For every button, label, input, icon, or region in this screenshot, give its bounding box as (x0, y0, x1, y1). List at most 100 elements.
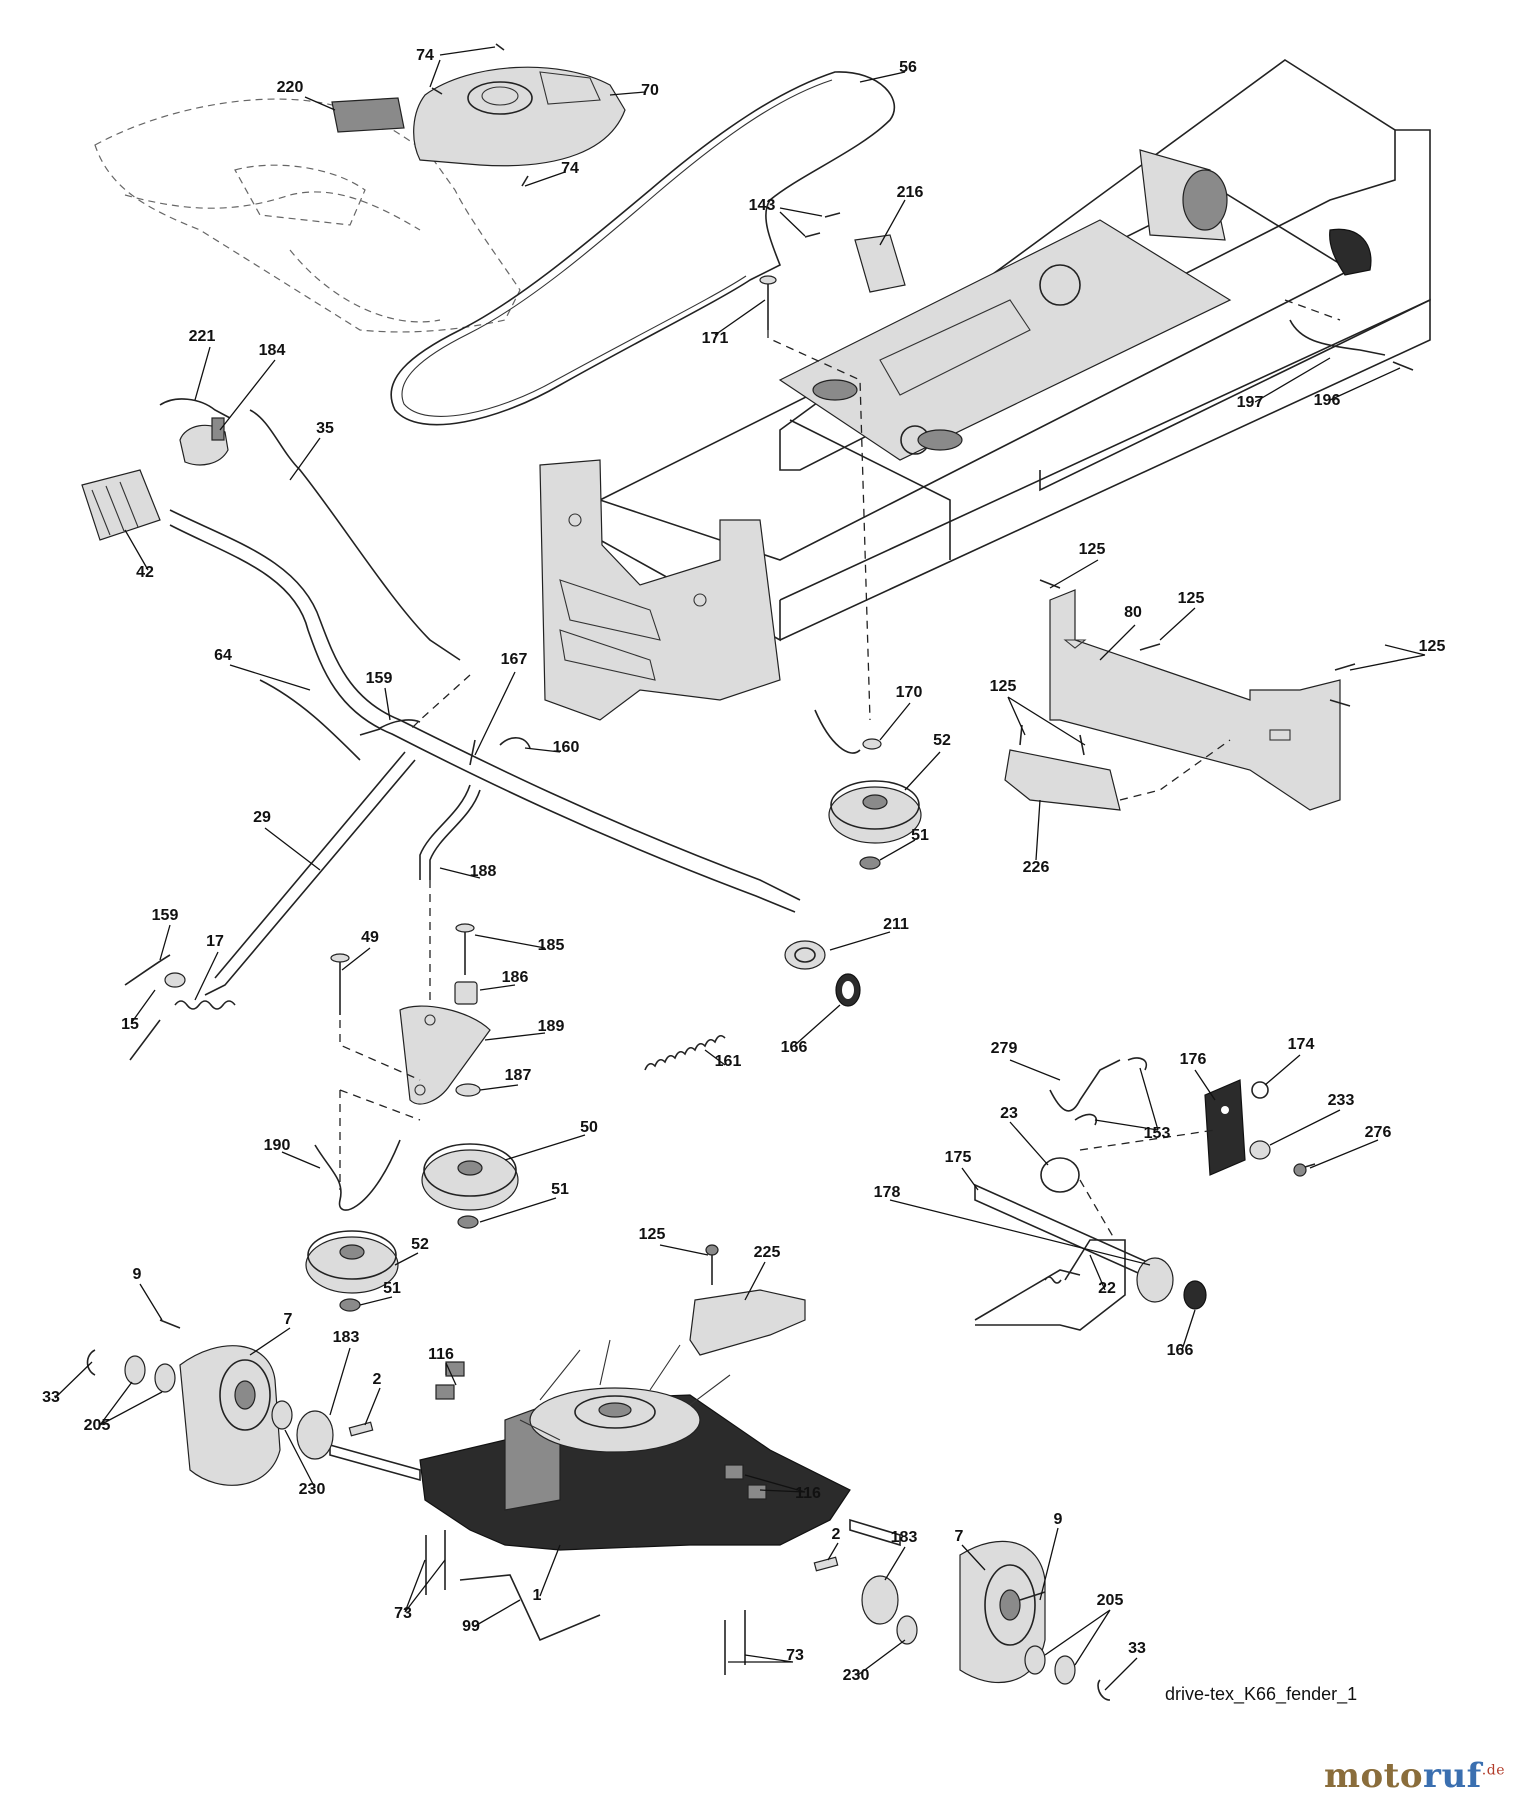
spring-17 (129, 1000, 236, 1061)
part-number-label: 186 (502, 969, 529, 986)
part-number-label: 70 (641, 82, 659, 99)
part-number-label: 197 (1237, 394, 1264, 411)
cable-35 (249, 409, 461, 661)
leader-lines (54, 46, 1426, 1691)
keys-2 (348, 1421, 839, 1572)
part-number-label: 276 (1365, 1124, 1392, 1141)
clips-153 (1074, 1057, 1147, 1126)
front-bracket (539, 459, 781, 721)
fender-outline (94, 98, 521, 333)
bolts-73 (425, 1530, 746, 1675)
bolt-185 (455, 923, 475, 975)
part-number-label: 2 (832, 1526, 841, 1543)
part-number-label: 64 (214, 647, 232, 664)
rod-197 (1284, 299, 1414, 371)
washer-166-right (1183, 1280, 1207, 1310)
spring-190-170 (314, 709, 861, 1211)
plate-226 (1004, 749, 1121, 811)
part-number-label: 170 (896, 684, 923, 701)
part-number-label: 74 (416, 47, 434, 64)
part-number-label: 74 (561, 160, 579, 177)
part-number-label: 7 (955, 1528, 964, 1545)
part-number-label: 9 (1054, 1511, 1063, 1528)
part-number-label: 7 (284, 1311, 293, 1328)
transaxle-1 (329, 1339, 901, 1551)
brand-logo: motoruf.de (1324, 1756, 1505, 1796)
screws-74 (431, 43, 529, 187)
washer-187 (455, 1083, 481, 1097)
guide-49 (339, 1020, 421, 1190)
part-number-label: 159 (366, 670, 393, 687)
part-number-label: 187 (505, 1067, 532, 1084)
bushing-211 (784, 940, 826, 970)
hub-7-left (179, 1345, 281, 1486)
bolts-125 (1019, 579, 1356, 756)
washer-166-left (835, 973, 861, 1007)
part-number-label: 205 (84, 1417, 111, 1434)
pins-159-160-167 (359, 719, 531, 766)
part-number-label: 216 (897, 184, 924, 201)
part-number-label: 9 (133, 1266, 142, 1283)
part-number-label: 51 (383, 1280, 401, 1297)
part-number-label: 99 (462, 1618, 480, 1635)
part-number-label: 51 (551, 1181, 569, 1198)
part-number-label: 279 (991, 1040, 1018, 1057)
washers-230 (271, 1400, 918, 1645)
guide-226 (1119, 739, 1231, 801)
bracket-176 (1204, 1079, 1246, 1176)
part-number-label: 161 (715, 1053, 742, 1070)
part-number-label: 184 (259, 342, 286, 359)
part-number-label: 33 (42, 1389, 60, 1406)
part-number-label: 15 (121, 1016, 139, 1033)
part-number-label: 189 (538, 1018, 565, 1035)
part-number-label: 125 (1178, 590, 1205, 607)
part-number-label: 178 (874, 1184, 901, 1201)
part-number-label: 166 (1167, 1342, 1194, 1359)
part-number-label: 160 (553, 739, 580, 756)
brand-logo-part1: moto (1323, 1756, 1424, 1796)
nuts-51 (339, 856, 881, 1312)
rod-188 (419, 784, 481, 880)
part-number-label: 196 (1314, 392, 1341, 409)
part-number-label: 50 (580, 1119, 598, 1136)
part-number-label: 17 (206, 933, 224, 950)
part-number-label: 174 (1288, 1036, 1315, 1053)
part-number-label: 1 (533, 1587, 542, 1604)
spacers-183 (296, 1410, 899, 1625)
seat-pad-220 (331, 97, 405, 133)
part-number-label: 153 (1144, 1125, 1171, 1142)
washer-15 (164, 972, 186, 988)
brand-logo-part2: ruf (1423, 1756, 1482, 1796)
part-number-label: 52 (933, 732, 951, 749)
part-number-label: 125 (990, 678, 1017, 695)
part-number-label: 183 (891, 1529, 918, 1546)
part-number-label: 166 (781, 1039, 808, 1056)
knob-184 (179, 417, 229, 466)
bolts-9 (159, 1319, 1046, 1601)
brand-logo-suffix: .de (1481, 1762, 1505, 1779)
part-number-label: 230 (843, 1667, 870, 1684)
rod-279 (1049, 1059, 1121, 1112)
pulley-50 (421, 1143, 519, 1211)
hub-7-right (959, 1540, 1046, 1684)
rod-99 (459, 1574, 601, 1642)
part-number-label: 225 (754, 1244, 781, 1261)
pedal-shaft-175-178-22 (974, 1183, 1174, 1331)
diagram-id: drive-tex_K66_fender_1 (1165, 1684, 1357, 1705)
part-number-label: 188 (470, 863, 497, 880)
part-number-label: 226 (1023, 859, 1050, 876)
part-number-label: 22 (1098, 1280, 1116, 1297)
spacer-186 (454, 981, 478, 1005)
guide-171 (767, 330, 871, 721)
part-number-label: 233 (1328, 1092, 1355, 1109)
guide-176 (1079, 1129, 1216, 1241)
washers-205 (124, 1355, 1076, 1685)
guide-167 (409, 674, 471, 731)
part-number-label: 171 (702, 330, 729, 347)
part-number-label: 125 (1419, 638, 1446, 655)
idler-bracket-189 (399, 1005, 491, 1105)
part-number-label: 49 (361, 929, 379, 946)
pulley-52-lower (305, 1230, 399, 1294)
part-number-label: 185 (538, 937, 565, 954)
part-number-label: 205 (1097, 1592, 1124, 1609)
